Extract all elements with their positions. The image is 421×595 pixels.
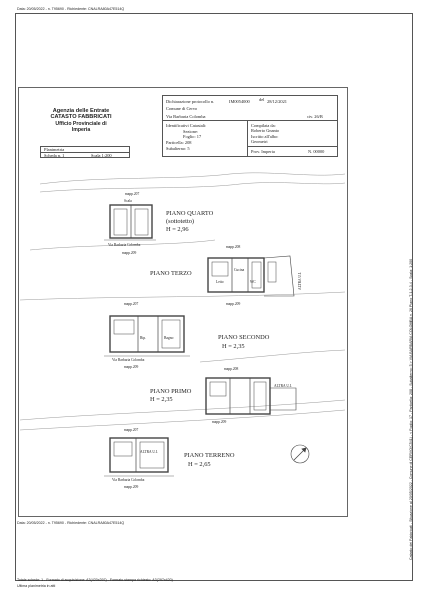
label-mapp-208-t: mapp.208 xyxy=(226,245,241,249)
label-mapp-207-r: mapp.207 xyxy=(124,428,139,432)
label-altra-ui-p: ALTRA U.I. xyxy=(274,384,292,388)
identificativi-subalterno: Subalterno: 5 xyxy=(166,146,190,151)
dichiarazione-del: del xyxy=(259,97,265,102)
floor-terreno-h: H = 2,65 xyxy=(188,461,211,468)
floor-secondo-h: H = 2,35 xyxy=(222,343,245,350)
label-cucina-t: Cucina xyxy=(234,268,245,272)
compilata-prov: Prov. Imperia xyxy=(251,149,275,154)
compilata-n: N. 00000 xyxy=(308,149,325,154)
label-wc-t: WC xyxy=(250,280,256,284)
floor-quarto-sub: (sottotetto) xyxy=(166,218,195,225)
floor-quarto-name: PIANO QUARTO xyxy=(166,210,214,217)
label-mapp-208-p: mapp.208 xyxy=(224,367,239,371)
identificativi-foglio: Foglio: 17 xyxy=(183,134,202,139)
label-altra-ui-t: ALTRA U.I. xyxy=(298,272,302,290)
office-block: Agenzia delle Entrate CATASTO FABBRICATI… xyxy=(40,108,122,134)
label-rip-s: Rip. xyxy=(140,336,147,340)
label-mapp-209-q: mapp.209 xyxy=(122,251,137,255)
bottom-stamp-3: Ultima planimetria in atti xyxy=(17,584,56,588)
label-letto-t: Letto xyxy=(216,280,224,284)
floor-quarto-h: H = 2,96 xyxy=(166,226,189,233)
floor-terzo-name: PIANO TERZO xyxy=(150,270,192,277)
office-catasto: CATASTO FABBRICATI xyxy=(50,114,112,121)
sheet-border xyxy=(15,13,413,581)
compilata-name: Roberto Gnanto xyxy=(251,128,280,133)
dichiarazione-comune: Comune di Cervo xyxy=(166,106,198,111)
label-mapp-207-q: mapp.207 xyxy=(125,192,140,196)
planimetria-scala: Scala 1:200 xyxy=(91,153,112,158)
label-mapp-207-s: mapp.207 xyxy=(124,302,139,306)
label-altra-ui-r: ALTRA U.I. xyxy=(140,450,158,454)
top-stamp: Data: 20/05/2022 - n. T95690 - Richieden… xyxy=(17,7,125,11)
drawing-border xyxy=(18,87,348,517)
header-table: Dichiarazione protocollo n. IM0054000 de… xyxy=(162,95,338,157)
dichiarazione-date: 28/12/2021 xyxy=(267,99,288,104)
label-via-r: Via Barbaria Colomba xyxy=(112,478,145,482)
label-via-s: Via Barbaria Colomba xyxy=(112,358,145,362)
office-ufficio: Ufficio Provinciale di xyxy=(55,120,107,127)
compilata-albo: Geometri xyxy=(251,139,268,144)
label-bagno-s: Bagno xyxy=(164,336,174,340)
identificativi-title: Identificativi Catastali: xyxy=(166,123,207,128)
floor-primo-name: PIANO PRIMO xyxy=(150,388,192,395)
label-mapp-209-p: mapp.209 xyxy=(212,420,227,424)
planimetria-label: Planimetria xyxy=(44,147,65,152)
floor-terreno-name: PIANO TERRENO xyxy=(184,452,235,459)
label-mapp-209-t: mapp.209 xyxy=(226,302,241,306)
dichiarazione-number: IM0054000 xyxy=(229,99,250,104)
dichiarazione-civ: civ. 26/B xyxy=(307,114,323,119)
compilata-iscritto: Iscritto all'albo: xyxy=(251,134,279,139)
planimetria-box: Planimetria Scheda n. 1 Scala 1:200 xyxy=(40,146,130,158)
bottom-stamp-2: Totale schede: 1 - Formato di acquisizio… xyxy=(17,578,173,582)
label-scala-q: Scala xyxy=(124,199,132,203)
identificativi-sezione: Sezione: xyxy=(183,129,199,134)
floor-primo-h: H = 2,35 xyxy=(150,396,173,403)
compilata-title: Compilata da: xyxy=(251,123,276,128)
office-name: Agenzia delle Entrate xyxy=(52,108,110,114)
identificativi-particella: Particella: 208 xyxy=(166,140,192,145)
bottom-stamp-1: Data: 20/05/2022 - n. T95690 - Richieden… xyxy=(17,521,125,525)
label-mapp-209-r: mapp.209 xyxy=(124,485,139,489)
planimetria-scheda: Scheda n. 1 xyxy=(44,153,65,158)
dichiarazione-line1: Dichiarazione protocollo n. xyxy=(166,99,215,104)
label-via-q: Via Barbaria Colomba xyxy=(108,243,141,247)
office-city: Imperia xyxy=(71,127,91,134)
label-mapp-209-s: mapp.209 xyxy=(124,365,139,369)
dichiarazione-via: Via Barbaria Colomba xyxy=(166,114,206,119)
floor-secondo-name: PIANO SECONDO xyxy=(218,334,270,341)
